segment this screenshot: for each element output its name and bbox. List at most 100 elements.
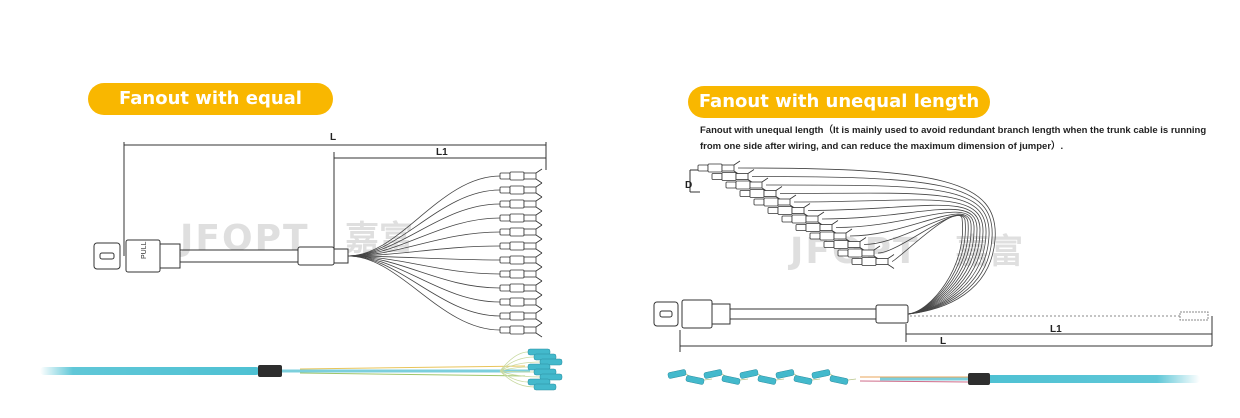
lc-connector	[499, 238, 543, 254]
photo-cable-left	[40, 365, 530, 377]
photo-fiber	[703, 378, 713, 381]
lc-connector	[499, 252, 543, 268]
description-line-1: Fanout with unequal length（It is mainly …	[700, 125, 1207, 136]
branch-line	[347, 231, 501, 257]
branch-line	[347, 255, 501, 317]
lc-connector	[753, 194, 797, 210]
watermark-logo-left: JFOPT 嘉富	[177, 218, 413, 259]
branch-line	[863, 214, 969, 315]
dimension-l-left	[123, 142, 547, 256]
photo-fiber	[499, 370, 541, 378]
photo-fiber	[499, 356, 535, 372]
lc-connector	[837, 245, 881, 261]
lc-connector	[499, 322, 543, 338]
photo-fiber	[499, 366, 529, 372]
branch-line	[347, 245, 501, 257]
photo-lc-connector	[533, 383, 557, 391]
branch-line	[737, 167, 996, 315]
lc-connector	[795, 220, 839, 235]
photo-fiber	[775, 378, 785, 381]
dim-label-d: D	[685, 180, 692, 191]
branch-line	[779, 192, 987, 315]
dim-label-l-right: L	[940, 336, 946, 347]
branch-line	[765, 184, 990, 315]
lc-connector	[499, 210, 543, 226]
branch-line	[347, 255, 501, 261]
branch-line	[751, 176, 993, 315]
photo-fiber	[499, 370, 535, 388]
branch-line	[347, 175, 501, 257]
photo-fiber	[499, 361, 541, 372]
branch-line	[821, 208, 978, 315]
dimension-l1-right	[905, 316, 1213, 346]
lc-connector	[697, 160, 741, 176]
fanout-branches-left	[347, 168, 543, 338]
photo-lc-connector	[685, 375, 705, 385]
branch-line	[793, 199, 984, 315]
lc-connector	[739, 186, 783, 201]
photo-lc-connector	[539, 358, 563, 366]
branch-line	[849, 213, 972, 315]
dashed-lc-connector	[1179, 311, 1209, 321]
lc-connector	[781, 211, 825, 227]
lc-connector	[851, 254, 895, 269]
branch-line	[877, 215, 966, 315]
lc-connector	[823, 237, 867, 252]
dimension-l-right	[679, 330, 1212, 352]
lc-connector	[725, 177, 769, 193]
photo-lc-connector	[775, 369, 795, 379]
photo-fiber	[847, 378, 857, 381]
svg-text:JFOPT: JFOPT	[177, 218, 310, 259]
branch-line	[347, 255, 501, 275]
description-line-2: from one side after wiring, and can redu…	[700, 141, 1064, 152]
lc-connector	[711, 169, 755, 184]
title-badge-equal: Fanout with equal length	[88, 83, 333, 141]
photo-lc-connector	[811, 369, 831, 379]
branch-line	[347, 255, 501, 331]
photo-lc-connector	[703, 369, 723, 379]
photo-lc-connector	[757, 375, 777, 385]
dim-label-l-left: L	[330, 132, 336, 143]
branch-line	[347, 217, 501, 257]
fanout-branches-right	[697, 160, 996, 315]
lc-connector	[499, 182, 543, 198]
lc-connector	[499, 280, 543, 296]
mpo-connector-right	[653, 299, 909, 329]
photo-lc-connector	[739, 369, 759, 379]
branch-line	[891, 215, 964, 315]
dim-label-l1-right: L1	[1050, 324, 1062, 335]
branch-line	[347, 203, 501, 257]
lc-connector	[499, 294, 543, 310]
branch-line	[347, 189, 501, 257]
photo-fiber	[499, 370, 535, 373]
photo-fiber	[499, 370, 529, 383]
branch-line	[835, 211, 975, 315]
dim-label-l1-left: L1	[436, 147, 448, 158]
svg-text:嘉富: 嘉富	[345, 219, 413, 259]
photo-connectors-left	[499, 348, 563, 391]
photo-cable-right	[859, 373, 1200, 385]
lc-connector	[499, 224, 543, 240]
lc-connector	[499, 308, 543, 324]
photo-fiber	[811, 378, 821, 381]
lc-connector	[499, 266, 543, 282]
branch-line	[347, 255, 501, 289]
photo-lc-connector	[539, 373, 563, 381]
photo-lc-connector	[793, 375, 813, 385]
title-badge-unequal: Fanout with unequal length	[688, 86, 990, 118]
mpo-connector-left	[93, 239, 349, 273]
pull-label: PULL	[141, 241, 148, 259]
branch-line	[807, 204, 981, 315]
photo-lc-connector	[667, 369, 687, 379]
branch-line	[347, 255, 501, 303]
photo-fiber	[739, 378, 749, 381]
description-text: Fanout with unequal length（It is mainly …	[700, 123, 1220, 155]
photo-connectors-right	[667, 369, 857, 385]
lc-connector	[499, 168, 543, 184]
photo-lc-connector	[721, 375, 741, 385]
lc-connector	[499, 196, 543, 212]
photo-lc-connector	[829, 375, 849, 385]
photo-fiber	[499, 351, 529, 372]
dimension-l1-left	[333, 152, 546, 256]
